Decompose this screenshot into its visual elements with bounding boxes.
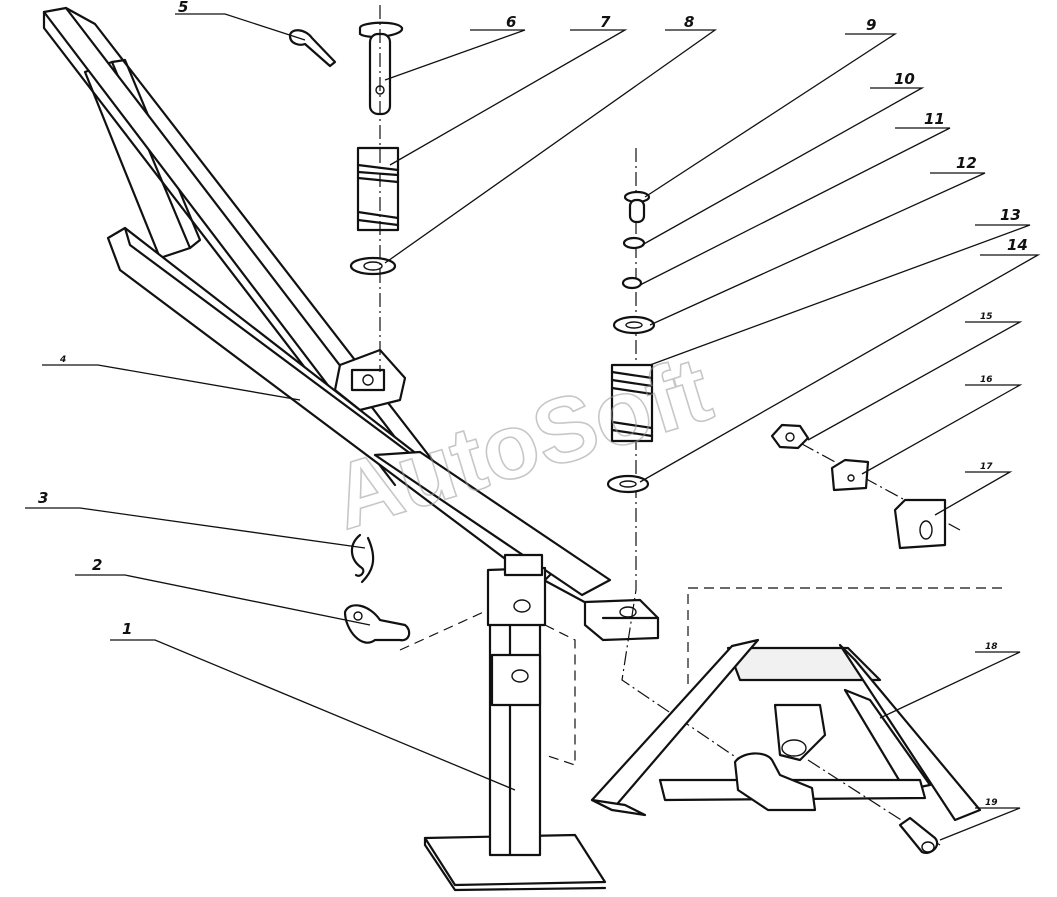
- callout-6: 6: [506, 13, 516, 31]
- callout-18: 18: [985, 642, 998, 652]
- nut-part-11: [621, 276, 643, 290]
- callout-2: 2: [92, 556, 102, 574]
- pin-part-2: [343, 604, 489, 651]
- callout-5: 5: [178, 0, 188, 16]
- base-stand: [590, 638, 982, 822]
- callout-17: 17: [980, 462, 993, 472]
- washer-part-14: [606, 474, 650, 494]
- callout-13: 13: [1000, 206, 1021, 224]
- callout-labels: 1 2 3 4 5 6 7 8 9 10 11 12 13 14 15 16 1…: [38, 0, 1028, 808]
- cotter-pin-part-5: [288, 29, 337, 68]
- callout-16: 16: [980, 375, 993, 385]
- washer-part-8: [349, 256, 397, 276]
- nut-part-15: [770, 423, 810, 450]
- callout-8: 8: [684, 13, 694, 31]
- callout-15: 15: [980, 312, 993, 322]
- callout-1: 1: [122, 620, 132, 638]
- callout-11: 11: [924, 110, 945, 128]
- callout-19: 19: [985, 798, 998, 808]
- callout-10: 10: [894, 70, 915, 88]
- washer-part-10: [622, 236, 646, 250]
- clip-part-3: [350, 533, 375, 584]
- spring-part-13: [610, 363, 654, 443]
- callout-3: 3: [38, 489, 48, 507]
- pin-part-19: [807, 759, 941, 854]
- callout-12: 12: [956, 154, 977, 172]
- bolt-part-9: [623, 190, 651, 224]
- callout-9: 9: [866, 16, 876, 34]
- spring-part-7: [356, 146, 400, 232]
- pin-part-6: [358, 21, 404, 116]
- block-part-16: [830, 458, 870, 492]
- washer-part-12: [612, 315, 656, 335]
- leader-lines: [25, 13, 1041, 841]
- callout-4: 4: [59, 355, 66, 365]
- boom-arm: [42, 6, 660, 642]
- stand-post: [423, 553, 607, 892]
- callout-7: 7: [600, 13, 611, 31]
- guide-line: [687, 587, 1002, 690]
- callout-14: 14: [1007, 236, 1028, 254]
- slider-part-17: [893, 498, 947, 550]
